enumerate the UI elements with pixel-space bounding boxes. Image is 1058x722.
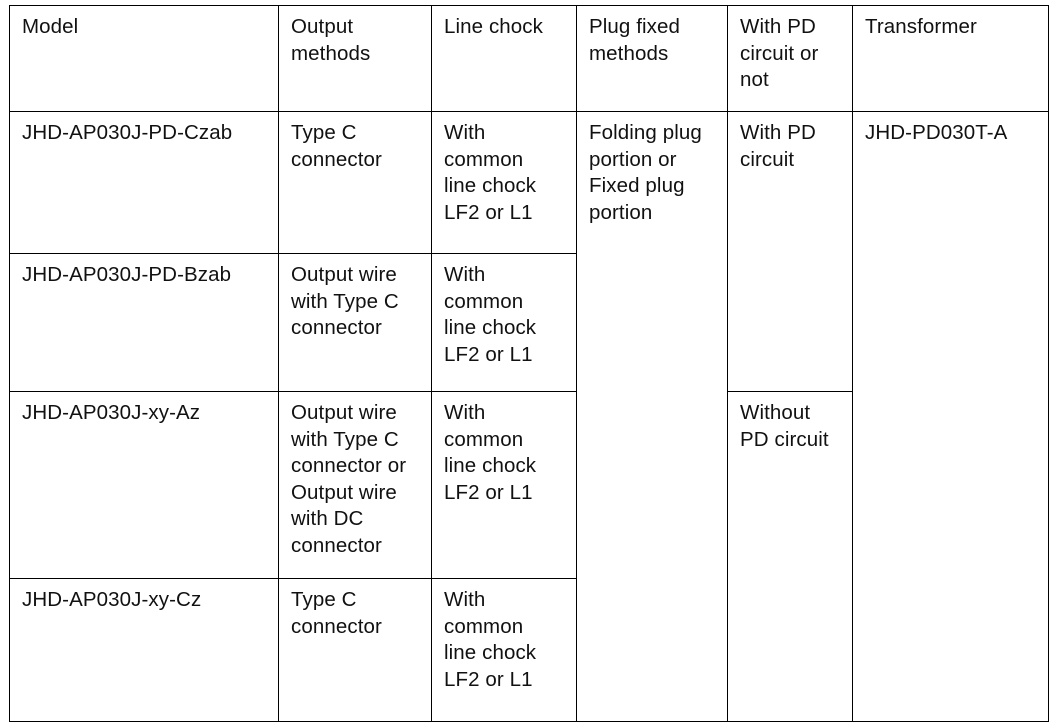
column-header-model: Model [9,5,279,112]
table-header-row: Model Output methods Line chock Plug fix… [9,5,1049,112]
cell-model-value: JHD-AP030J-PD-Czab [22,121,233,144]
table-row: JHD-AP030J-PD-Bzab Output wire with Type… [9,253,1049,392]
cell-transformer-merged: JHD-PD030T-A [852,111,1049,722]
cell-pd-circuit-with: With PD circuit [727,111,853,392]
cell-model-value: JHD-AP030J-xy-Cz [22,588,202,611]
column-header-transformer: Transformer [852,5,1049,112]
table-row: JHD-AP030J-xy-Az Output wire with Type C… [9,391,1049,722]
cell-line-chock-value: With common line chock LF2 or L1 [444,401,537,504]
column-header-pd-circuit-label: With PD circuit or not [740,15,819,91]
cell-model: JHD-AP030J-PD-Bzab [9,253,279,392]
cell-line-chock: With common line chock LF2 or L1 [431,111,577,254]
column-header-plug-fixed-methods-label: Plug fixed methods [589,15,681,65]
column-header-pd-circuit: With PD circuit or not [727,5,853,112]
cell-line-chock-value: With common line chock LF2 or L1 [444,121,537,224]
cell-model: JHD-AP030J-xy-Cz [9,578,279,722]
cell-output-methods: Output wire with Type C connector [278,253,432,392]
cell-output-methods: Output wire with Type C connector or Out… [278,391,432,579]
cell-output-methods-value: Output wire with Type C connector or Out… [291,401,407,557]
column-header-transformer-label: Transformer [865,15,977,38]
cell-output-methods: Type C connector [278,578,432,722]
cell-transformer-value: JHD-PD030T-A [865,121,1008,144]
cell-output-methods-value: Type C connector [291,588,382,638]
cell-output-methods-value: Output wire with Type C connector [291,263,399,339]
cell-line-chock-value: With common line chock LF2 or L1 [444,263,537,366]
column-header-line-chock: Line chock [431,5,577,112]
cell-model: JHD-AP030J-PD-Czab [9,111,279,254]
cell-line-chock-value: With common line chock LF2 or L1 [444,588,537,691]
product-spec-table: Model Output methods Line chock Plug fix… [9,5,1049,722]
cell-plug-fixed-methods-merged: Folding plug portion or Fixed plug porti… [576,111,728,722]
table-row: JHD-AP030J-PD-Czab Type C connector With… [9,111,1049,722]
column-header-line-chock-label: Line chock [444,15,544,38]
cell-model-value: JHD-AP030J-PD-Bzab [22,263,232,286]
column-header-output-methods: Output methods [278,5,432,112]
cell-line-chock: With common line chock LF2 or L1 [431,391,577,579]
column-header-model-label: Model [22,15,79,38]
column-header-output-methods-label: Output methods [291,15,371,65]
cell-model: JHD-AP030J-xy-Az [9,391,279,579]
cell-plug-fixed-methods-value: Folding plug portion or Fixed plug porti… [589,121,702,224]
column-header-plug-fixed-methods: Plug fixed methods [576,5,728,112]
cell-pd-circuit-without: Without PD circuit [727,391,853,722]
cell-line-chock: With common line chock LF2 or L1 [431,253,577,392]
cell-model-value: JHD-AP030J-xy-Az [22,401,201,424]
cell-pd-circuit-with-value: With PD circuit [740,121,816,171]
page-root: Model Output methods Line chock Plug fix… [9,5,1049,722]
cell-output-methods: Type C connector [278,111,432,254]
cell-line-chock: With common line chock LF2 or L1 [431,578,577,722]
cell-output-methods-value: Type C connector [291,121,382,171]
cell-pd-circuit-without-value: Without PD circuit [740,401,829,451]
